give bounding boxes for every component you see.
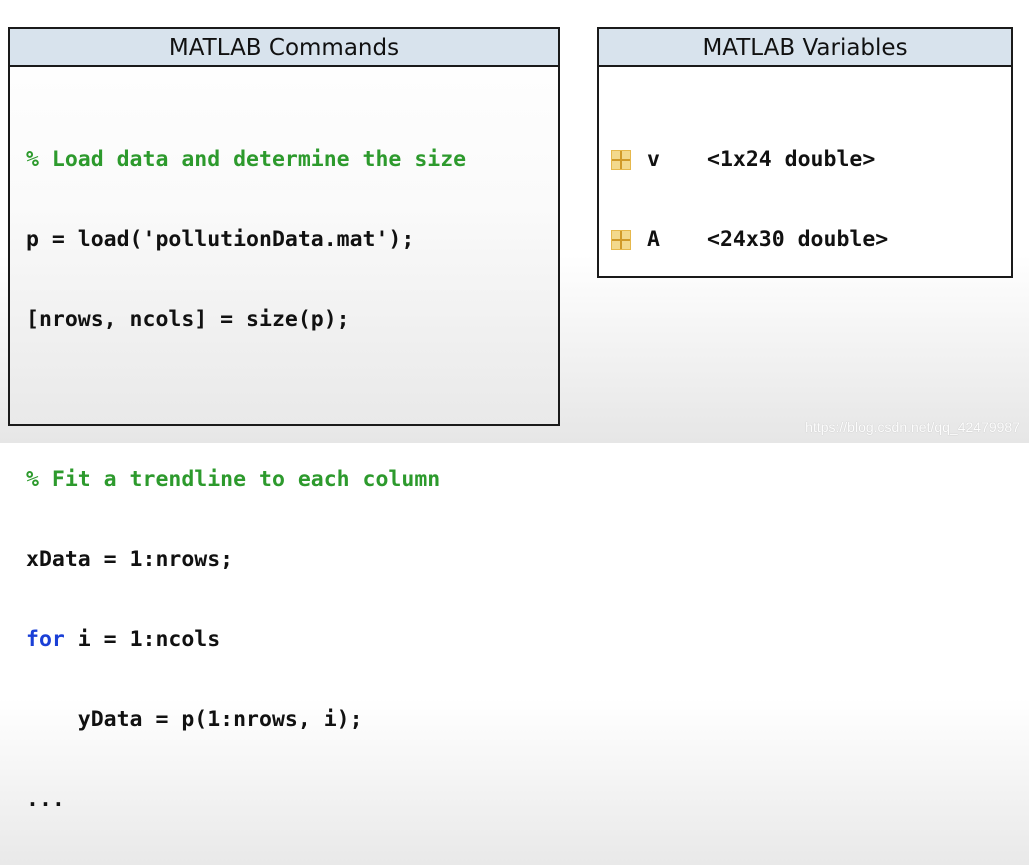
variable-row-A[interactable]: A <24x30 double> bbox=[611, 225, 888, 255]
commands-panel: MATLAB Commands % Load data and determin… bbox=[8, 27, 560, 812]
code-line: p = load('pollutionData.mat'); bbox=[26, 227, 415, 252]
matrix-grid-icon bbox=[611, 230, 631, 250]
commands-panel-title: MATLAB Commands bbox=[10, 29, 558, 67]
code-line: xData = 1:nrows; bbox=[26, 547, 234, 572]
variable-value: <24x30 double> bbox=[707, 227, 889, 252]
variable-list: v <1x24 double> A <24x30 double> bbox=[611, 95, 888, 305]
variable-row-v[interactable]: v <1x24 double> bbox=[611, 145, 888, 175]
watermark: https://blog.csdn.net/qq_42479987 bbox=[805, 419, 1020, 435]
code-line: [nrows, ncols] = size(p); bbox=[26, 307, 350, 332]
variables-panel-title: MATLAB Variables bbox=[599, 29, 1011, 67]
matrix-grid-icon bbox=[611, 150, 631, 170]
variables-panel: MATLAB Variables v <1x24 double> A <24x3… bbox=[597, 27, 1013, 278]
code-line-comment: % Fit a trendline to each column bbox=[26, 467, 441, 492]
keyword-for: for bbox=[26, 627, 65, 652]
variable-value: <1x24 double> bbox=[707, 147, 876, 172]
code-line-for-loop: for i = 1:ncols bbox=[26, 625, 466, 655]
code-line-blank bbox=[26, 385, 466, 415]
variable-name: v bbox=[647, 147, 660, 172]
code-line: yData = p(1:nrows, i); bbox=[26, 707, 363, 732]
code-line-comment: % Load data and determine the size bbox=[26, 147, 467, 172]
variable-name: A bbox=[647, 227, 660, 252]
code-line-rest: i = 1:ncols bbox=[64, 627, 221, 652]
code-line-ellipsis: ... bbox=[26, 787, 65, 812]
code-editor[interactable]: % Load data and determine the size p = l… bbox=[26, 95, 466, 865]
